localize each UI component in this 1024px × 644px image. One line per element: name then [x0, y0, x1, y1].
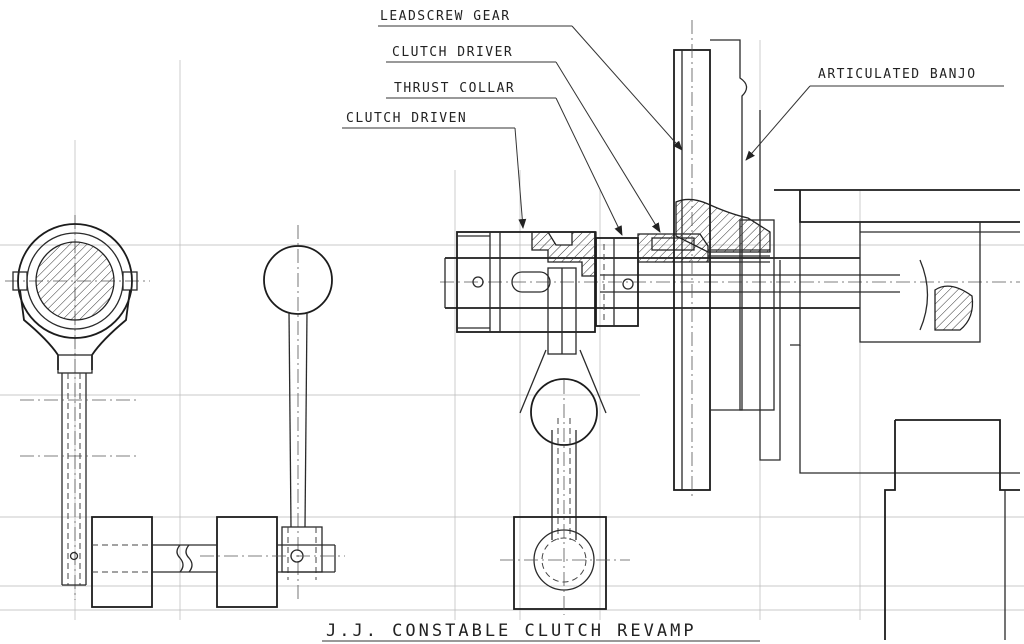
- callout-articulated-banjo: ARTICULATED BANJO: [818, 67, 977, 82]
- callout-thrust-collar: THRUST COLLAR: [394, 81, 515, 96]
- main-sectional-view: [440, 20, 1020, 640]
- fork-end-view: [5, 215, 153, 608]
- callout-clutch-driven: CLUTCH DRIVEN: [346, 111, 467, 126]
- construction-lines: [0, 40, 1024, 620]
- lever-side-view: [152, 225, 345, 608]
- callout-leadscrew-gear: LEADSCREW GEAR: [380, 9, 511, 24]
- callouts: LEADSCREW GEAR CLUTCH DRIVER THRUST COLL…: [342, 9, 1004, 236]
- callout-clutch-driver: CLUTCH DRIVER: [392, 45, 513, 60]
- drawing-title: J.J. CONSTABLE CLUTCH REVAMP: [326, 621, 697, 641]
